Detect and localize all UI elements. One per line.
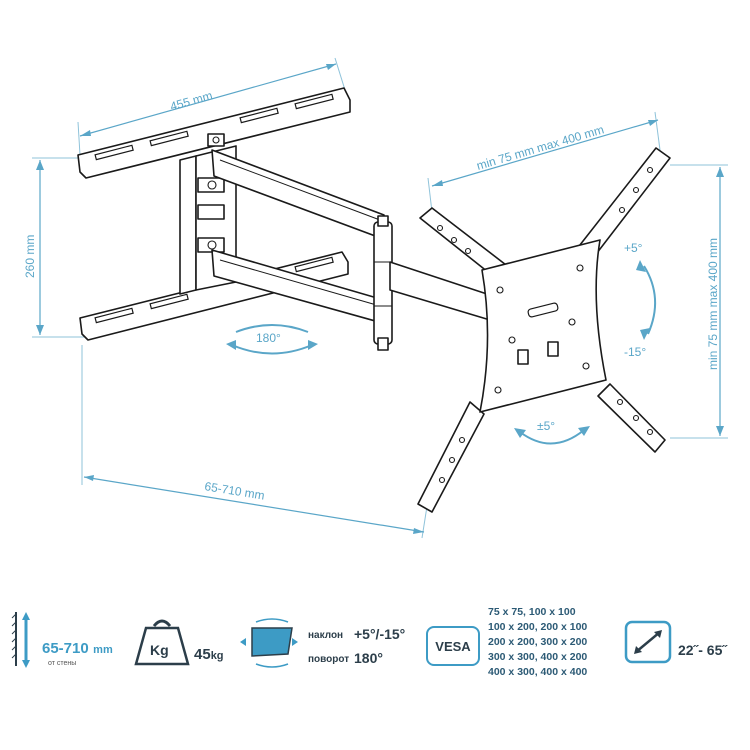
weight-icon-label: Kg (150, 642, 169, 658)
tilt-up-label: +5° (624, 241, 643, 255)
vesa-bracket (417, 147, 671, 513)
rotation-indicator: ±5° (514, 419, 590, 445)
dimension-height: 260 mm (23, 157, 90, 338)
rotation-label: ±5° (537, 419, 555, 433)
dimension-extension-label: 65-710 mm (204, 479, 266, 503)
dimension-extension: 65-710 mm (81, 345, 429, 539)
tilt-label: наклон (308, 630, 344, 641)
vesa-size-row: 200 x 200, 300 x 200 (488, 636, 588, 648)
dimension-vesa-vertical: min 75 mm max 400 mm (670, 164, 728, 439)
tilt-indicator: +5° -15° (624, 241, 657, 359)
distance-unit: mm (93, 644, 113, 656)
dimension-vesa-vertical-label: min 75 mm max 400 mm (706, 238, 720, 370)
distance-caption: от стены (48, 660, 77, 667)
vesa-label: VESA (435, 638, 471, 654)
swivel-spec-label: поворот (308, 654, 350, 665)
vesa-badge: VESA (426, 626, 480, 666)
dimension-height-label: 260 mm (23, 235, 37, 278)
dimension-vesa-horizontal-label: min 75 mm max 400 mm (475, 122, 606, 172)
tilt-down-label: -15° (624, 345, 646, 359)
screen-size-icon (624, 620, 672, 664)
wall-distance-icon (11, 612, 30, 668)
vesa-size-row: 400 x 300, 400 x 400 (488, 666, 588, 678)
weight-value: 45 (194, 646, 211, 663)
swivel-value: 180° (354, 650, 383, 666)
distance-value: 65-710 (42, 640, 89, 657)
spec-bar: 65-710 mm от стены Kg 45kg наклон поворо… (0, 598, 750, 750)
tilt-value: +5°/-15° (354, 626, 406, 642)
swivel-indicator: 180° (226, 324, 318, 355)
articulating-arms (211, 149, 491, 351)
mount-diagram: 455 mm 260 mm 65-710 mm min 75 mm max 40… (23, 57, 728, 539)
dimension-width-label: 455 mm (168, 88, 214, 113)
weight-unit: kg (210, 650, 224, 662)
vesa-size-row: 100 x 200, 200 x 100 (488, 621, 588, 633)
swivel-label: 180° (256, 331, 281, 345)
screen-size-value: 22˝- 65˝ (678, 642, 728, 658)
weight-icon (134, 619, 190, 666)
tilt-swivel-icon (240, 618, 298, 668)
vesa-size-row: 300 x 300, 400 x 200 (488, 651, 588, 663)
vesa-size-row: 75 x 75, 100 x 100 (488, 606, 576, 618)
